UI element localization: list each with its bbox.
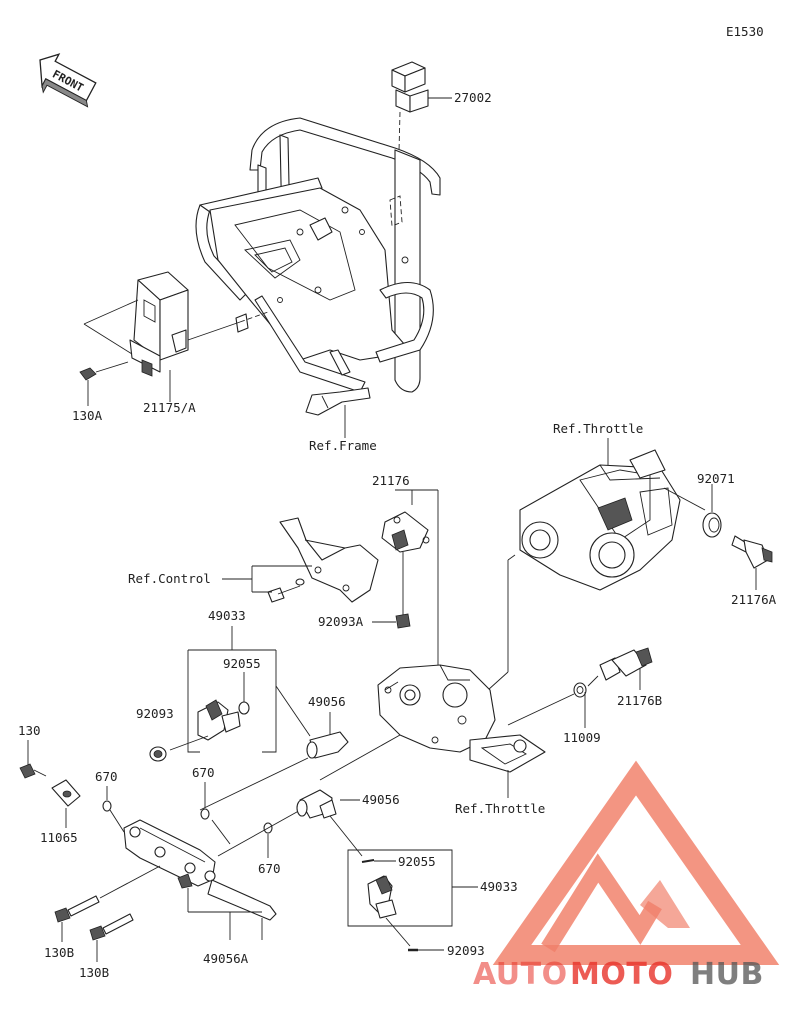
label-670-b: 670: [192, 765, 215, 780]
oring-670-b: [200, 808, 210, 820]
oring-92055-lower: [361, 859, 396, 863]
bolt-130B-b: [89, 913, 134, 962]
label-49056-lower: 49056: [362, 792, 400, 807]
control-bracket: [267, 517, 379, 603]
oring-11009: [507, 682, 587, 728]
label-92055-lower: 92055: [398, 854, 436, 869]
watermark-logo: [492, 760, 780, 965]
seal-92093-upper: [149, 746, 167, 762]
bolt-130: [19, 763, 47, 779]
label-130: 130: [18, 723, 41, 738]
label-130A: 130A: [72, 408, 103, 423]
frame-assembly: [195, 117, 441, 438]
front-arrow-icon: FRONT: [39, 53, 97, 108]
label-21176B: 21176B: [617, 693, 662, 708]
label-27002: 27002: [454, 90, 492, 105]
oring-92071: [702, 484, 722, 538]
label-92093-upper: 92093: [136, 706, 174, 721]
label-21176: 21176: [372, 473, 410, 488]
relay-27002: [391, 61, 452, 231]
watermark-moto: MOTO: [570, 957, 673, 992]
label-670-a: 670: [95, 769, 118, 784]
intake-manifold: [319, 664, 546, 798]
label-49033-lower: 49033: [480, 879, 518, 894]
sensor-21176B: [587, 647, 653, 690]
watermark-auto: AUTO: [473, 957, 568, 992]
collar-11065: [51, 779, 81, 828]
label-ref-frame: Ref.Frame: [309, 438, 377, 453]
label-49056A: 49056A: [203, 951, 249, 966]
label-49056-upper: 49056: [308, 694, 346, 709]
bolt-130A: [79, 361, 129, 406]
injector-lower: [367, 875, 411, 947]
watermark-hub: HUB: [690, 957, 764, 992]
label-ref-throttle-top: Ref.Throttle: [553, 421, 643, 436]
sensor-21176A: [731, 535, 773, 590]
label-21176A: 21176A: [731, 592, 777, 607]
label-49033-upper: 49033: [208, 608, 246, 623]
ecu-21175A: [83, 271, 269, 402]
label-130B-b: 130B: [79, 965, 109, 980]
fuel-rail-49056A: [109, 809, 277, 940]
label-130B-a: 130B: [44, 945, 74, 960]
fitting-49056-lower: [296, 789, 363, 857]
diagram-code: E1530: [726, 24, 764, 39]
watermark-brand: AUTO MOTO HUB: [473, 957, 764, 992]
label-11065: 11065: [40, 830, 78, 845]
grommet-92093A: [395, 613, 411, 629]
throttle-body: [487, 449, 706, 691]
label-670-c: 670: [258, 861, 281, 876]
label-92071: 92071: [697, 471, 735, 486]
map-sensor-21176: [381, 511, 430, 618]
label-92093A: 92093A: [318, 614, 364, 629]
label-92093-lower: 92093: [447, 943, 485, 958]
label-11009: 11009: [563, 730, 601, 745]
label-ref-throttle-bottom: Ref.Throttle: [455, 801, 545, 816]
label-21175A: 21175/A: [143, 400, 196, 415]
label-ref-control: Ref.Control: [128, 571, 211, 586]
bolt-130B-a: [54, 895, 100, 942]
oring-670-a: [102, 800, 112, 812]
fitting-49056-upper: [199, 731, 349, 811]
injector-upper: [169, 699, 250, 751]
label-92055-upper: 92055: [223, 656, 261, 671]
